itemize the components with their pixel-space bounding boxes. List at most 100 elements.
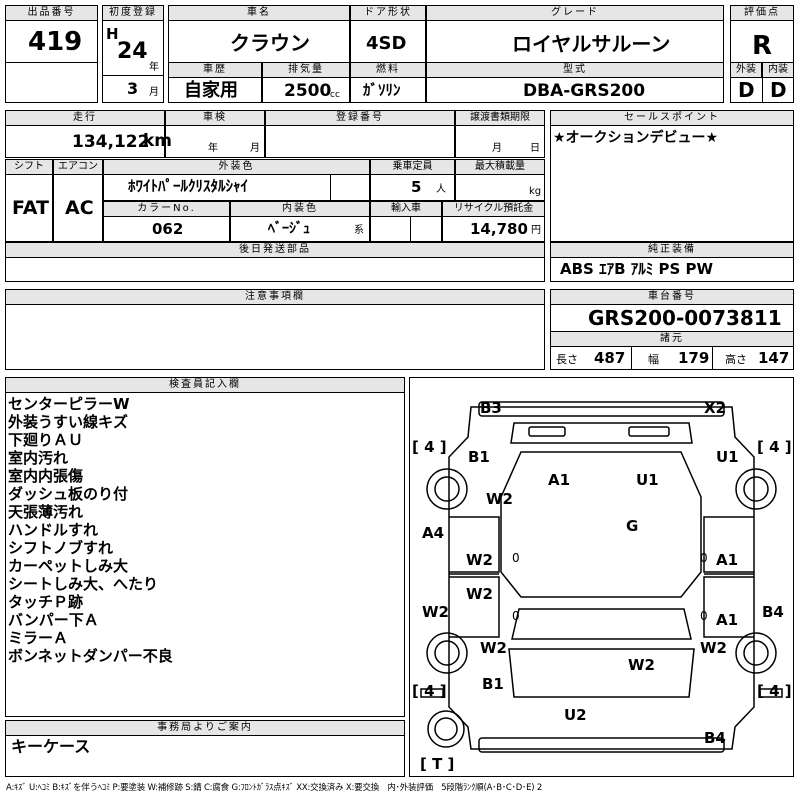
sales-cell: [550, 125, 794, 242]
tire-front-right: [735, 632, 777, 674]
hood: [508, 648, 695, 698]
door-right-rear: [703, 516, 754, 573]
later-label: 後日発送部品: [5, 242, 545, 258]
score-divider: [762, 78, 763, 103]
tire-label-front-left: [ 4 ]: [412, 682, 447, 700]
height-value: 147: [758, 349, 790, 367]
front-bumper: [478, 737, 725, 753]
inspector-note: 室内汚れ: [8, 449, 69, 467]
door-value: 4SD: [366, 33, 407, 54]
mark-rear-fender-right: U1: [716, 448, 739, 466]
int-label: 内装: [762, 62, 794, 78]
mark-roof-left: A1: [548, 471, 571, 489]
inspector-note: 下廻りＡＵ: [8, 431, 84, 449]
inspector-note: センターピラーW: [8, 395, 130, 413]
inspector-note: タッチＰ跡: [8, 593, 84, 611]
regno-cell: [265, 125, 455, 158]
color-split: [330, 174, 331, 201]
mark-left-rear-side: A4: [422, 524, 445, 542]
colorno-value: 062: [152, 220, 184, 238]
sales-text: ★オークションデビュー★: [553, 130, 719, 146]
mark-rear-bumper-right: X2: [704, 399, 727, 417]
inspector-cell: [5, 392, 405, 717]
cap-value: 5: [411, 178, 422, 196]
mileage-value: 134,122: [72, 132, 150, 152]
height-label: 高さ: [725, 353, 747, 366]
intcolor-value: ﾍﾞｰｼﾞｭ: [268, 221, 310, 237]
mark-rear-fender-left: B1: [468, 448, 490, 466]
mark-roof-right: U1: [636, 471, 659, 489]
tire-front-left: [426, 632, 468, 674]
ext-value: D: [738, 78, 755, 102]
intcolor-cell: [230, 216, 370, 242]
recycle-cell: [442, 216, 545, 242]
insp-year-unit: 年: [208, 143, 218, 154]
year-value: 24: [117, 39, 148, 64]
mark-left-front-side: W2: [422, 603, 449, 621]
mark-left-front-fender: W2: [480, 639, 507, 657]
legend-text: A:ｷｽﾞ U:ﾍｺﾐ B:ｷｽﾞを伴うﾍｺﾐ P:要塗装 W:補修跡 S:錆 …: [6, 783, 543, 793]
office-text: キーケース: [11, 737, 91, 756]
equip-cell: [550, 257, 794, 282]
ext-label: 外装: [730, 62, 762, 78]
transfer-day-unit: 日: [530, 143, 540, 154]
disp-value: 2500: [284, 81, 332, 101]
door-left-front: [449, 576, 500, 638]
chassis-label: 車台番号: [550, 289, 794, 305]
first-reg-label: 初度登録: [102, 5, 164, 21]
tire-label-spare: [ T ]: [420, 755, 455, 773]
grade-value: ロイヤルサルーン: [512, 32, 671, 56]
ac-value: AC: [65, 197, 94, 219]
insp-month-unit: 月: [250, 143, 260, 154]
rear-bumper: [478, 401, 725, 417]
name-label: 車名: [168, 5, 350, 21]
office-label: 事務局よりご案内: [5, 720, 405, 736]
door-label: ドア形状: [350, 5, 426, 21]
office-cell: [5, 735, 405, 777]
equip-label: 純正装備: [550, 242, 794, 258]
caution-cell: [5, 304, 545, 370]
inspector-note: シフトノブすれ: [8, 539, 114, 557]
tire-rear-left: [426, 468, 468, 510]
rear-window: [510, 422, 693, 444]
spec-cell: [550, 346, 794, 370]
int-value: D: [770, 78, 787, 102]
import-label: 輸入車: [370, 201, 442, 217]
mark-rear-bumper-left: B3: [480, 399, 502, 417]
mark-right-front-fender: B4: [762, 603, 784, 621]
import-split: [410, 216, 411, 242]
score-value: R: [752, 31, 773, 61]
intcolor-label: 内装色: [230, 201, 370, 217]
inspector-note: ダッシュ板のり付: [8, 485, 129, 503]
colorno-label: カラーNo.: [103, 201, 230, 217]
mark-right-front-pillar: W2: [700, 639, 727, 657]
shift-label: シフト: [5, 159, 53, 175]
mark-glass: G: [626, 517, 639, 535]
door-right-front: [703, 576, 754, 638]
mark-pillar-left: W2: [486, 490, 513, 508]
zero-mark-2: 0: [700, 551, 708, 565]
chassis-value: GRS200-0073811: [588, 306, 782, 330]
color-label: 外装色: [103, 159, 370, 175]
inspector-note: 室内内張傷: [8, 467, 84, 485]
disp-cell: [262, 77, 350, 103]
width-value: 179: [678, 349, 710, 367]
mirror-right: [759, 688, 783, 698]
mark-front-bumper: U2: [564, 706, 587, 724]
mirror-left: [420, 688, 444, 698]
reg-divider: [102, 75, 164, 76]
mark-left-rear-door: W2: [466, 551, 493, 569]
year-unit: 年: [149, 62, 159, 73]
inspector-note: バンパー下Ａ: [8, 611, 99, 629]
load-unit: kg: [529, 186, 542, 197]
rear-light-left: [528, 426, 566, 437]
history-cell: [168, 77, 262, 103]
spec-split1: [631, 346, 632, 370]
cap-unit: 人: [436, 184, 446, 195]
disp-unit: cc: [330, 90, 340, 100]
ac-cell: [53, 174, 103, 242]
cap-label: 乗車定員: [370, 159, 455, 175]
zero-mark-4: 0: [700, 609, 708, 623]
color-value: ﾎﾜｲﾄﾊﾟｰﾙｸﾘｽﾀﾙｼｬｲ: [128, 177, 249, 195]
body-outline: [448, 406, 755, 750]
